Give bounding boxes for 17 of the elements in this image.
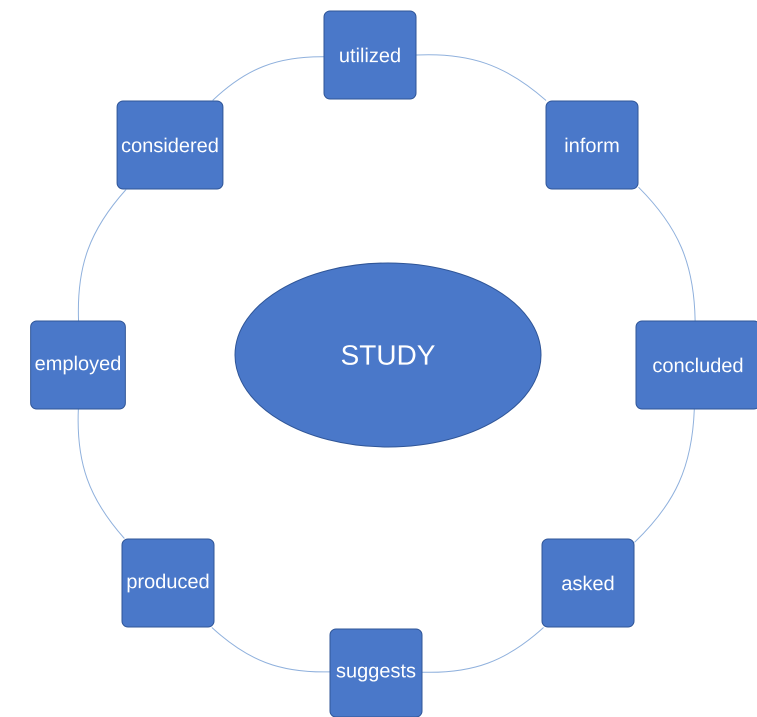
ellipse-node: STUDY bbox=[234, 262, 542, 448]
connector-arc bbox=[78, 189, 127, 321]
connector-arc bbox=[416, 54, 547, 101]
connector-arc bbox=[78, 409, 125, 539]
process-box: produced bbox=[122, 538, 214, 628]
connector-arc bbox=[638, 186, 696, 321]
process-box: suggests bbox=[330, 628, 422, 717]
process-box: inform bbox=[546, 100, 638, 190]
process-box: utilized bbox=[324, 10, 416, 100]
connector-arc bbox=[634, 409, 695, 543]
process-box: asked bbox=[542, 538, 634, 628]
connector-arc bbox=[212, 56, 324, 101]
process-box: employed bbox=[30, 320, 126, 410]
connector-arc bbox=[211, 627, 330, 672]
process-box: concluded bbox=[636, 320, 757, 410]
connector-arc bbox=[422, 627, 544, 673]
process-box: considered bbox=[116, 100, 224, 190]
